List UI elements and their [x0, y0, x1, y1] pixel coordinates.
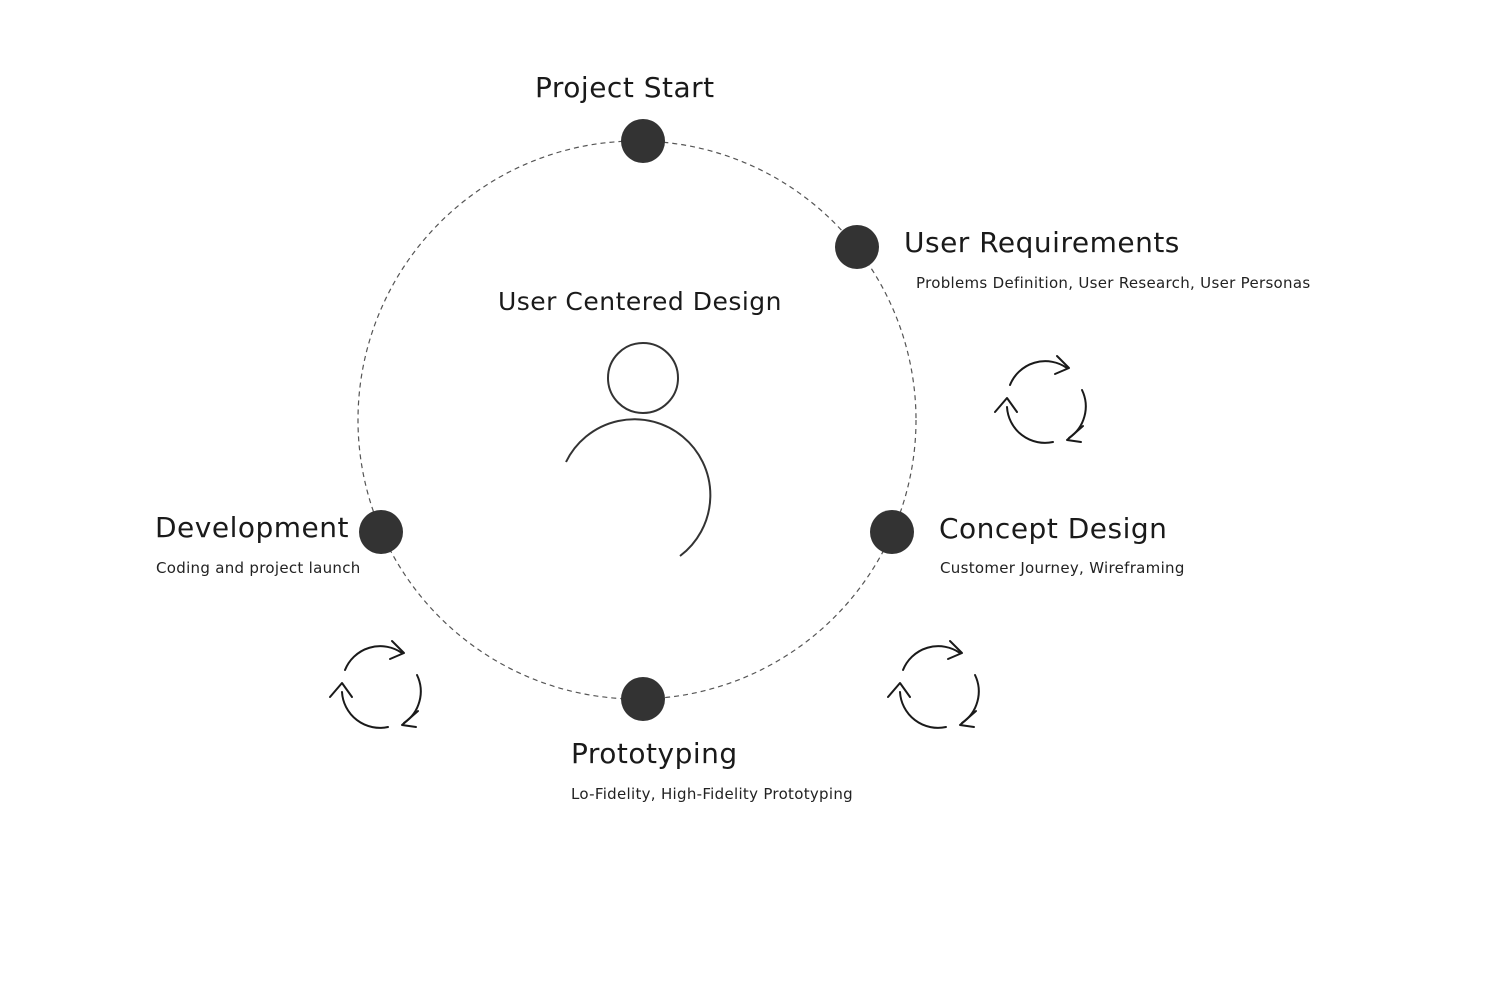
step-desc-development: Coding and project launch: [156, 559, 361, 577]
step-title-user-requirements: User Requirements: [904, 226, 1180, 259]
node-user-requirements: [835, 225, 879, 269]
refresh-cycle-icon: [994, 355, 1087, 444]
step-desc-concept-design: Customer Journey, Wireframing: [940, 559, 1185, 577]
step-title-prototyping: Prototyping: [571, 737, 738, 770]
refresh-cycle-icon: [329, 640, 422, 729]
step-desc-prototyping: Lo-Fidelity, High-Fidelity Prototyping: [571, 785, 853, 803]
node-project-start: [621, 119, 665, 163]
step-desc-user-requirements: Problems Definition, User Research, User…: [916, 274, 1310, 292]
node-concept-design: [870, 510, 914, 554]
step-title-development: Development: [155, 511, 349, 544]
step-title-project-start: Project Start: [535, 71, 715, 104]
center-title: User Centered Design: [498, 287, 782, 316]
refresh-cycle-icon: [887, 640, 980, 729]
user-icon: [565, 342, 712, 557]
step-title-concept-design: Concept Design: [939, 512, 1167, 545]
node-prototyping: [621, 677, 665, 721]
node-development: [359, 510, 403, 554]
